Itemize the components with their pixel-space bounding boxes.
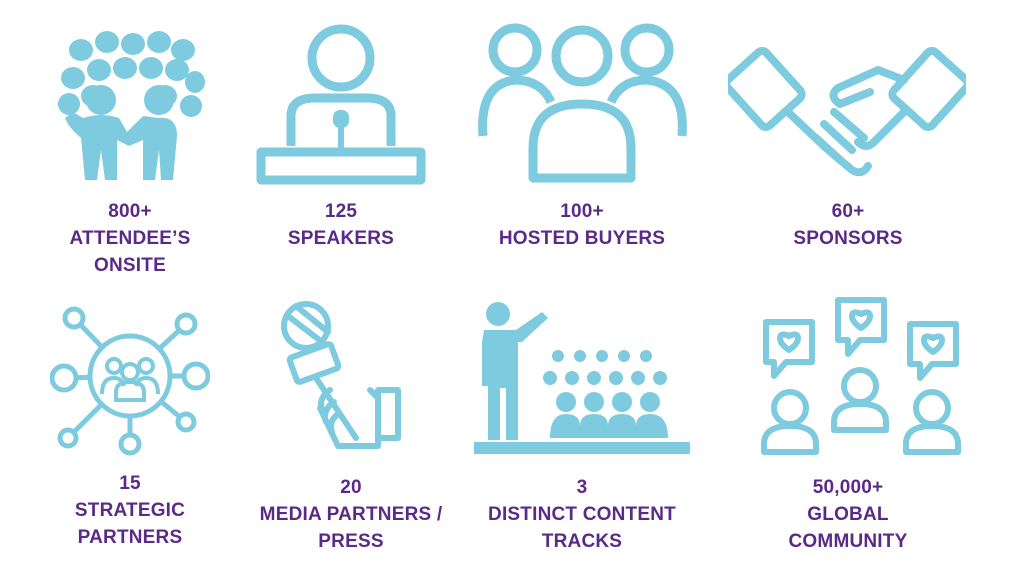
community-hearts-icon — [761, 297, 961, 455]
stat-value: 800+ — [108, 201, 152, 222]
stat-value: 60+ — [831, 201, 865, 222]
handshake-icon — [728, 47, 966, 177]
stat-label: PARTNERS — [77, 527, 183, 548]
stat-value: 3 — [576, 477, 588, 498]
stat-value: 125 — [324, 201, 358, 222]
stat-label: ONSITE — [94, 255, 166, 276]
microphone-hand-icon — [281, 301, 401, 449]
stat-strategic-partners: 15 STRATEGIC PARTNERS — [15, 470, 245, 551]
stat-label: MEDIA PARTNERS / — [259, 504, 443, 525]
stat-label: DISTINCT CONTENT — [488, 504, 676, 525]
presenter-audience-icon — [474, 302, 690, 454]
stat-label: ATTENDEE’S — [69, 228, 191, 249]
stat-label: SPEAKERS — [287, 228, 395, 249]
stat-media-partners: 20 MEDIA PARTNERS / PRESS — [236, 474, 466, 555]
network-icon — [50, 306, 210, 456]
stat-global-community: 50,000+ GLOBAL COMMUNITY — [733, 474, 963, 555]
stat-label: COMMUNITY — [788, 531, 908, 552]
stat-value: 20 — [340, 477, 362, 498]
stat-speakers: 125 SPEAKERS — [226, 198, 456, 252]
stat-attendees: 800+ ATTENDEE’S ONSITE — [15, 198, 245, 279]
stat-label: GLOBAL — [807, 504, 889, 525]
stat-hosted-buyers: 100+ HOSTED BUYERS — [467, 198, 697, 252]
speaker-podium-icon — [256, 24, 426, 185]
group-icon — [478, 23, 687, 183]
stat-label: SPONSORS — [793, 228, 903, 249]
stat-label: STRATEGIC — [74, 500, 186, 521]
stat-value: 50,000+ — [812, 477, 884, 498]
stat-value: 15 — [119, 473, 141, 494]
stat-label: PRESS — [318, 531, 384, 552]
stat-sponsors: 60+ SPONSORS — [733, 198, 963, 252]
stat-label: HOSTED BUYERS — [498, 228, 666, 249]
crowd-icon — [58, 31, 205, 180]
stat-value: 100+ — [560, 201, 604, 222]
stat-label: TRACKS — [541, 531, 623, 552]
stat-content-tracks: 3 DISTINCT CONTENT TRACKS — [467, 474, 697, 555]
